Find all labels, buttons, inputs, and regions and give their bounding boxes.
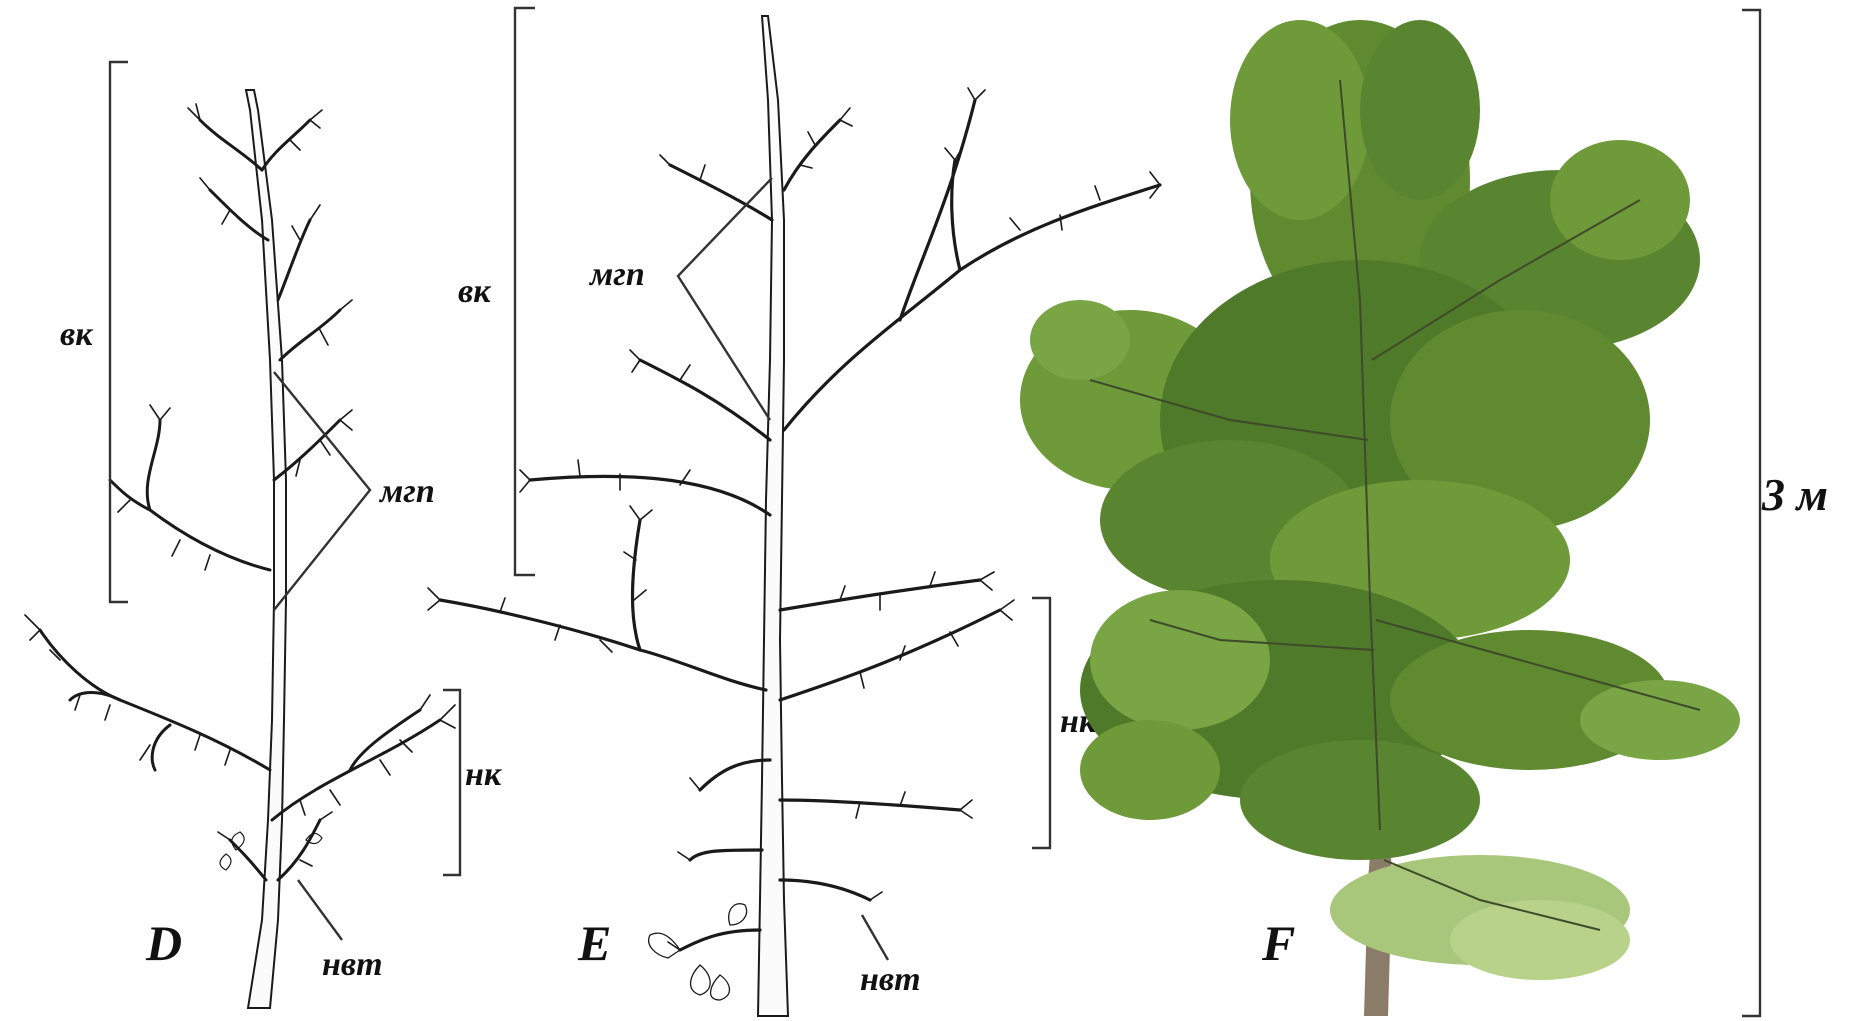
oak-foliage: [1020, 20, 1740, 980]
panel-d: вк нк мгп нвт D: [25, 62, 502, 1008]
label-d-lower-crown: нк: [465, 756, 502, 793]
label-d-shoots: мгп: [378, 473, 435, 510]
tree-d-drawing: [25, 90, 455, 1008]
scale-label: 3 м: [1761, 469, 1828, 520]
label-d-upper-crown: вк: [60, 316, 93, 353]
oak-tree-photo: [1020, 20, 1740, 1016]
tree-e-trunk: [758, 16, 788, 1016]
panel-e: вк нк мгп нвт E: [428, 8, 1160, 1016]
label-e-upper-crown: вк: [458, 273, 491, 310]
bracket-e-lower-crown: [1032, 598, 1050, 848]
label-e-lower-trunk: нвт: [860, 961, 921, 998]
panel-letter-e: E: [577, 915, 611, 971]
label-d-lower-trunk: нвт: [322, 946, 383, 983]
scale-bar: [1742, 10, 1760, 1016]
label-e-shoots: мгп: [588, 256, 645, 293]
pointer-e-shoots: [678, 178, 772, 420]
bracket-d-lower-crown: [443, 690, 460, 875]
tree-e-leaf-sprigs: [649, 904, 747, 1000]
panel-letter-d: D: [145, 915, 182, 971]
tree-e-drawing: [428, 16, 1160, 1016]
pointer-e-lower-trunk: [862, 915, 888, 960]
panel-letter-f: F: [1261, 915, 1295, 971]
tree-e-branches: [440, 100, 1160, 950]
pointer-d-lower-trunk: [298, 880, 342, 940]
panel-f: 3 м F: [1020, 10, 1828, 1016]
bracket-e-upper-crown: [515, 8, 535, 575]
bracket-d-upper-crown: [110, 62, 128, 602]
pointer-d-shoots: [274, 372, 370, 610]
